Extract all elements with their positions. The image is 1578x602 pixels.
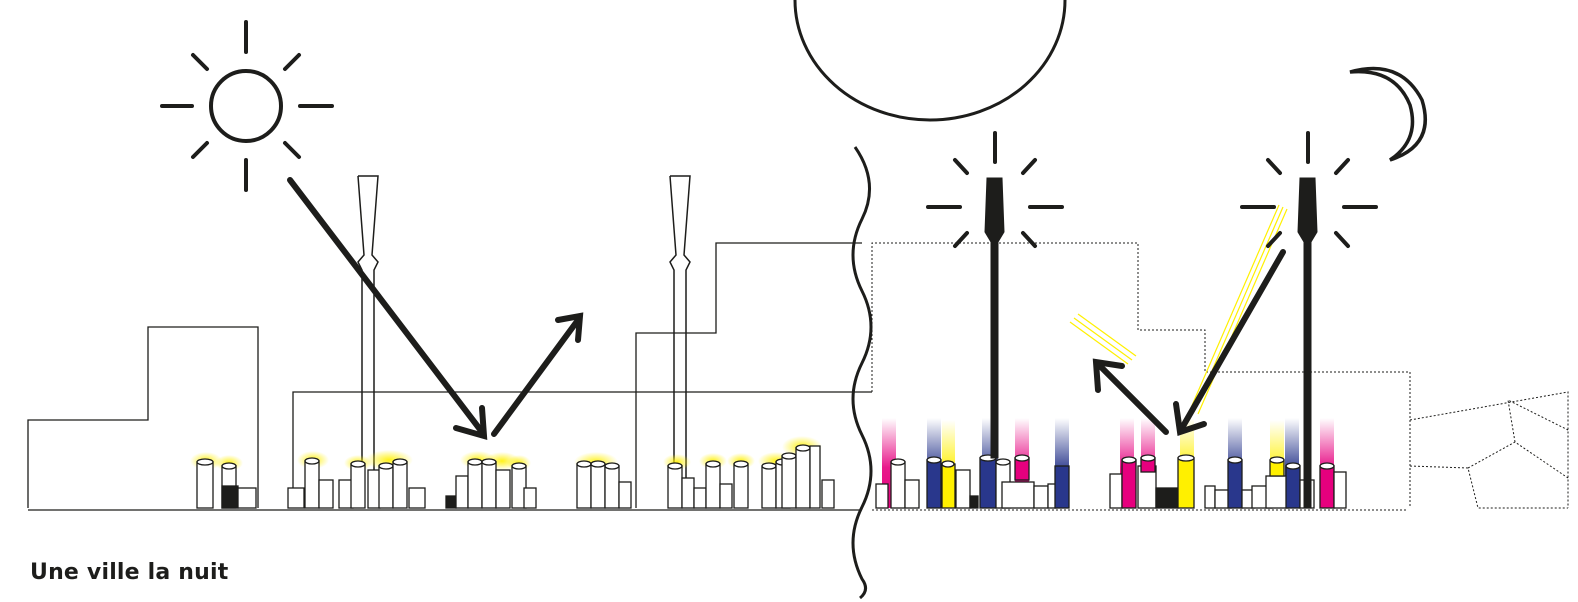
day-building-outlines bbox=[27, 242, 872, 511]
planet-arc bbox=[793, 0, 1067, 122]
artificial-light-arrow bbox=[1092, 249, 1286, 436]
day-city-blocks bbox=[196, 444, 835, 509]
street-lamp-icon bbox=[357, 175, 691, 508]
sunlight-reflection-arrow bbox=[287, 177, 584, 441]
wavy-divider bbox=[851, 146, 873, 600]
lit-street-lamp-icon bbox=[984, 177, 1318, 509]
sun-icon bbox=[160, 20, 334, 192]
night-city-blocks bbox=[875, 454, 1347, 509]
day-light-glows bbox=[190, 436, 822, 472]
crescent-moon-icon bbox=[1349, 66, 1427, 162]
diagram-caption: Une ville la nuit bbox=[30, 560, 229, 585]
night-building-outlines bbox=[871, 242, 1569, 511]
lamp-light-rays bbox=[926, 131, 1378, 248]
reflected-light-rays bbox=[1069, 204, 1288, 415]
